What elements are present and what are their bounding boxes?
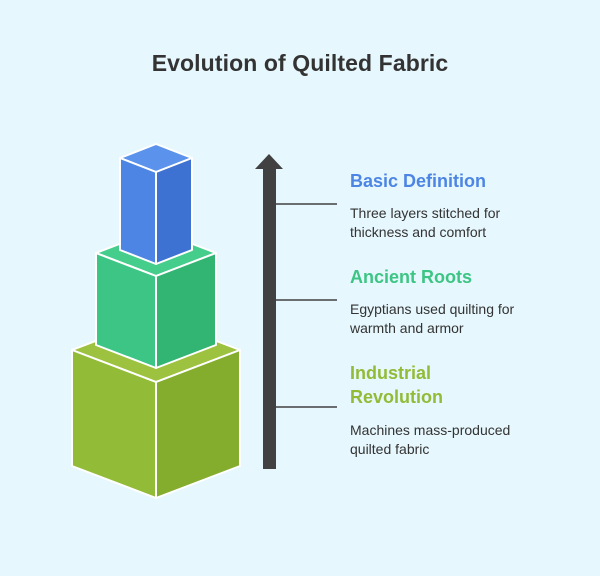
step-title-basic-definition: Basic Definition — [350, 171, 487, 191]
diagram-title: Evolution of Quilted Fabric — [151, 50, 449, 76]
block-2-right — [155, 252, 217, 369]
arrow-head — [255, 154, 283, 169]
block-3-right — [155, 349, 241, 499]
timeline-arrow — [255, 154, 283, 469]
step-desc-industrial-revolution: Machines mass-produced quilted fabric — [350, 422, 511, 457]
step-desc-basic-definition: Three layers stitched for thickness and … — [350, 205, 501, 240]
step-title-industrial-revolution: Industrial Revolution — [350, 363, 443, 407]
block-1-right — [155, 157, 193, 265]
step-desc-ancient-roots: Egyptians used quilting for warmth and a… — [350, 301, 515, 336]
step-title-ancient-roots: Ancient Roots — [350, 267, 473, 287]
block-basic-definition — [119, 143, 193, 265]
block-1-left — [119, 157, 157, 265]
arrow-shaft — [263, 167, 276, 469]
